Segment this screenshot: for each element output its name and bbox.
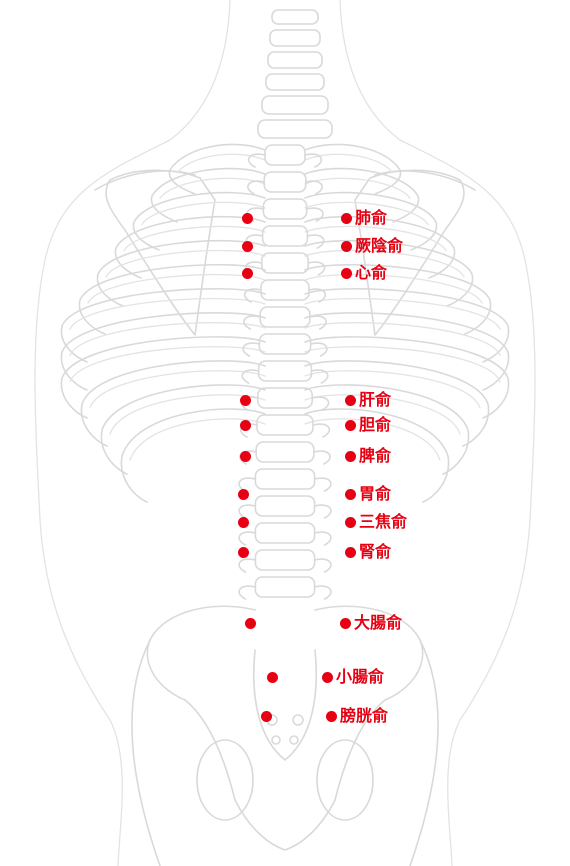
vertebra <box>264 172 306 192</box>
acupoint-label: 小腸俞 <box>336 668 384 686</box>
acupoint-label: 三焦俞 <box>359 513 407 531</box>
pelvis <box>132 606 438 866</box>
acupoint-right-dot <box>345 451 356 462</box>
vertebra <box>255 577 314 597</box>
acupoint-left-dot <box>245 618 256 629</box>
vertebra <box>265 145 305 165</box>
acupoint-right-dot <box>341 268 352 279</box>
acupoint-right-dot <box>322 672 333 683</box>
vertebra <box>255 523 314 543</box>
vertebra <box>256 442 314 462</box>
vertebra <box>260 307 310 327</box>
rib <box>305 313 509 390</box>
acupoint-right-dot <box>341 241 352 252</box>
acupoint-label: 肺俞 <box>355 209 387 227</box>
acupoint-left-dot <box>240 451 251 462</box>
acupoint-left-dot <box>261 711 272 722</box>
vertebra <box>261 280 309 300</box>
acupoint-right-dot <box>345 547 356 558</box>
vertebra <box>259 361 312 381</box>
acupoint-left-dot <box>240 420 251 431</box>
cervical-spine <box>258 10 332 138</box>
vertebra <box>255 469 314 489</box>
vertebra <box>259 334 310 354</box>
acupoint-right-dot <box>345 395 356 406</box>
acupoint-left-dot <box>238 517 249 528</box>
acupoint-label: 胃俞 <box>359 485 391 503</box>
vertebra <box>255 496 314 516</box>
vertebra <box>263 199 306 219</box>
acupoint-right-dot <box>345 489 356 500</box>
acupoint-label: 胆俞 <box>359 416 391 434</box>
acupoint-label: 脾俞 <box>359 447 391 465</box>
vertebra <box>255 550 314 570</box>
acupoint-label: 大腸俞 <box>354 614 402 632</box>
acupoint-left-dot <box>242 268 253 279</box>
acupoint-right-dot <box>340 618 351 629</box>
vertebra <box>262 253 308 273</box>
acupoint-label: 心俞 <box>355 264 387 282</box>
acupoint-right-dot <box>326 711 337 722</box>
vertebra <box>263 226 308 246</box>
acupoint-label: 膀胱俞 <box>340 707 388 725</box>
acupoint-left-dot <box>267 672 278 683</box>
acupoint-left-dot <box>238 489 249 500</box>
acupoint-label: 厥陰俞 <box>355 237 403 255</box>
vertebra <box>258 388 312 408</box>
acupoint-right-dot <box>345 517 356 528</box>
acupoint-left-dot <box>240 395 251 406</box>
acupoint-label: 肝俞 <box>359 391 391 409</box>
acupoint-right-dot <box>341 213 352 224</box>
rib-cage <box>61 144 508 502</box>
acupoint-label: 腎俞 <box>359 543 391 561</box>
thoracolumbar-spine <box>239 145 331 599</box>
vertebra <box>257 415 313 435</box>
acupoint-right-dot <box>345 420 356 431</box>
rib <box>97 241 265 306</box>
rib <box>61 313 265 390</box>
acupoint-left-dot <box>242 213 253 224</box>
acupoint-left-dot <box>238 547 249 558</box>
acupoint-left-dot <box>242 241 253 252</box>
